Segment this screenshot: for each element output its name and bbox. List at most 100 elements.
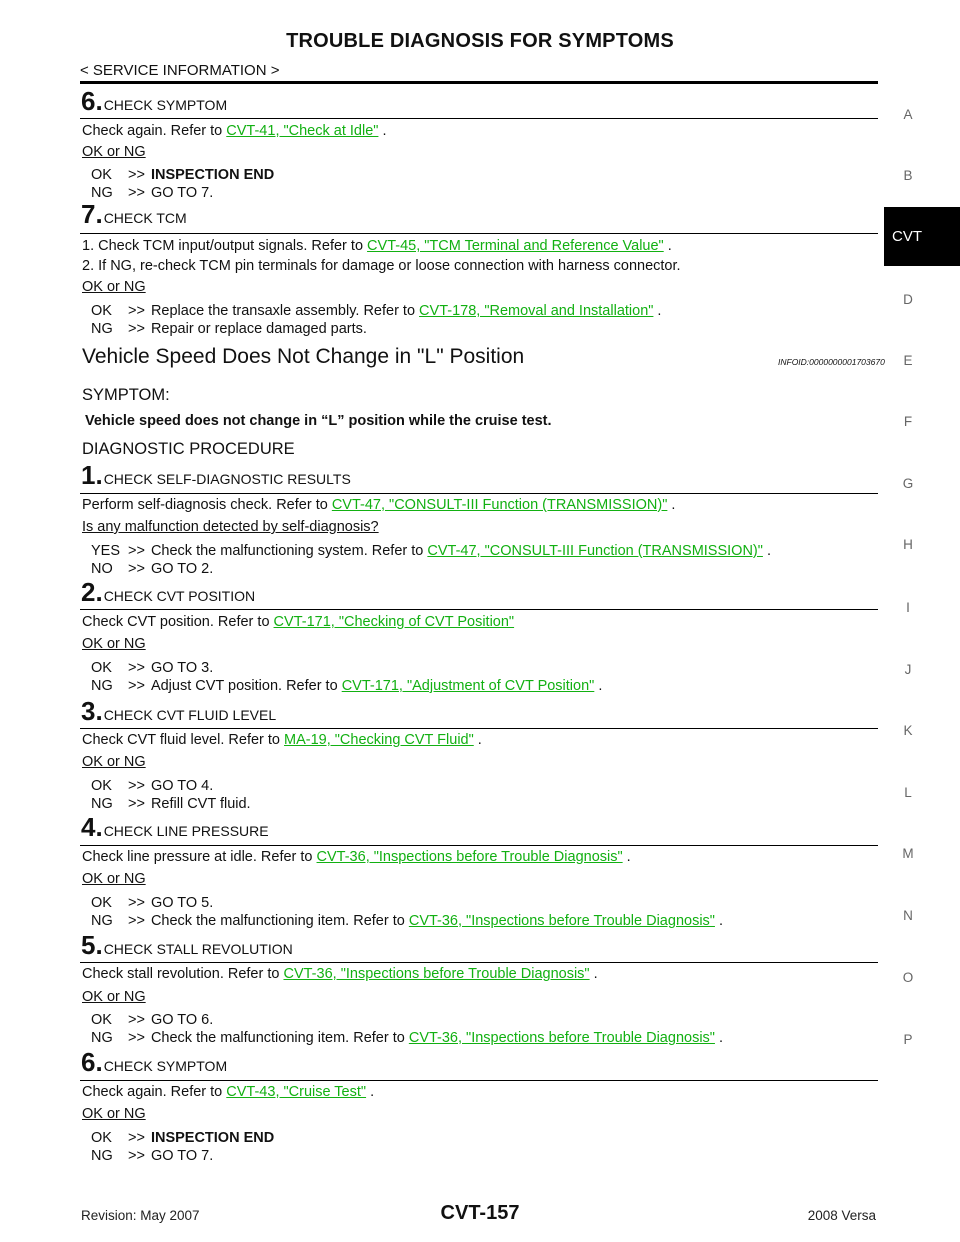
side-tab-d[interactable]: D [903, 292, 913, 307]
ng-response: NG>>Check the malfunctioning item. Refer… [91, 1030, 723, 1046]
response-code: NG [91, 1030, 113, 1046]
side-tab-m[interactable]: M [902, 846, 914, 861]
response-text: . [714, 913, 723, 929]
step-heading: 2.CHECK CVT POSITION [81, 577, 255, 608]
instruction-text: . [589, 966, 598, 982]
side-tab-cvt-active[interactable]: CVT [884, 207, 960, 266]
response-text: GO TO 5. [150, 895, 214, 911]
side-tab-l[interactable]: L [904, 785, 912, 800]
side-tab-g[interactable]: G [902, 476, 914, 491]
response-text: . [762, 543, 771, 559]
step-number: 6. [81, 1047, 103, 1077]
step-instruction: 1. Check TCM input/output signals. Refer… [82, 238, 672, 254]
step-heading: 1.CHECK SELF-DIAGNOSTIC RESULTS [81, 460, 351, 491]
step-heading: 6.CHECK SYMPTOM [81, 86, 227, 117]
side-tab-j[interactable]: J [904, 662, 912, 677]
instruction-text: . [667, 497, 676, 513]
ng-response: NG>>Check the malfunctioning item. Refer… [91, 913, 723, 929]
step-title: CHECK SYMPTOM [103, 97, 228, 113]
step-number: 2. [81, 577, 103, 607]
response-arrow: >> [128, 895, 145, 911]
step-number: 4. [81, 812, 103, 842]
section-breadcrumb: < SERVICE INFORMATION > [80, 62, 280, 79]
side-tab-b[interactable]: B [903, 168, 913, 183]
step-instruction: Check line pressure at idle. Refer to CV… [82, 849, 631, 865]
reference-link[interactable]: CVT-178, "Removal and Installation" [419, 303, 654, 319]
response-text: GO TO 7. [150, 185, 214, 201]
response-text: INSPECTION END [150, 1130, 275, 1146]
reference-link[interactable]: CVT-45, "TCM Terminal and Reference Valu… [367, 238, 664, 254]
symptom-label: SYMPTOM: [82, 386, 170, 404]
step-instruction: Check again. Refer to CVT-41, "Check at … [82, 123, 386, 139]
instruction-text: Check stall revolution. Refer to [82, 966, 284, 982]
header-divider [80, 81, 878, 84]
response-code: NG [91, 796, 113, 812]
response-text: Replace the transaxle assembly. Refer to [150, 303, 420, 319]
response-text: Check the malfunctioning item. Refer to [150, 1030, 409, 1046]
side-tab-f[interactable]: F [903, 414, 913, 429]
reference-link[interactable]: CVT-36, "Inspections before Trouble Diag… [408, 913, 715, 929]
ok-response: OK>>GO TO 5. [91, 895, 213, 911]
response-arrow: >> [128, 796, 145, 812]
response-code: OK [91, 778, 112, 794]
response-text: GO TO 4. [150, 778, 214, 794]
ng-response: NG>>Repair or replace damaged parts. [91, 321, 367, 337]
reference-link[interactable]: CVT-47, "CONSULT-III Function (TRANSMISS… [427, 543, 763, 559]
response-code: OK [91, 1012, 112, 1028]
side-tab-a[interactable]: A [903, 107, 913, 122]
response-code: YES [91, 543, 121, 559]
step-heading: 4.CHECK LINE PRESSURE [81, 812, 269, 843]
step-number: 3. [81, 696, 103, 726]
response-text: Check the malfunctioning system. Refer t… [150, 543, 428, 559]
step-divider [80, 845, 878, 846]
instruction-text: . [473, 732, 482, 748]
step-number: 5. [81, 930, 103, 960]
side-tab-e[interactable]: E [903, 353, 913, 368]
side-tab-n[interactable]: N [903, 908, 913, 923]
response-arrow: >> [128, 913, 145, 929]
side-tab-i[interactable]: I [906, 600, 910, 615]
side-tab-k[interactable]: K [903, 723, 913, 738]
info-id: INFOID:0000000001703670 [778, 357, 885, 367]
reference-link[interactable]: CVT-36, "Inspections before Trouble Diag… [316, 849, 623, 865]
side-tab-p[interactable]: P [903, 1032, 913, 1047]
ok-response: OK>>INSPECTION END [91, 167, 274, 183]
instruction-text: Check CVT fluid level. Refer to [82, 732, 285, 748]
reference-link[interactable]: CVT-171, "Adjustment of CVT Position" [341, 678, 595, 694]
response-code: OK [91, 303, 112, 319]
ok-or-ng-label: OK or NG [82, 1106, 146, 1122]
response-text: GO TO 3. [150, 660, 214, 676]
step-number: 7. [81, 199, 103, 229]
response-text: Adjust CVT position. Refer to [150, 678, 342, 694]
reference-link[interactable]: CVT-36, "Inspections before Trouble Diag… [283, 966, 590, 982]
ok-or-ng-label: OK or NG [82, 636, 146, 652]
response-code: OK [91, 660, 112, 676]
footer-revision: Revision: May 2007 [81, 1208, 200, 1223]
step-title: CHECK SYMPTOM [103, 1058, 228, 1074]
diagnostic-procedure-label: DIAGNOSTIC PROCEDURE [82, 440, 295, 458]
reference-link[interactable]: CVT-41, "Check at Idle" [226, 123, 379, 139]
response-text: . [714, 1030, 723, 1046]
side-tab-h[interactable]: H [903, 537, 913, 552]
reference-link[interactable]: CVT-36, "Inspections before Trouble Diag… [408, 1030, 715, 1046]
response-text: . [594, 678, 603, 694]
reference-link[interactable]: MA-19, "Checking CVT Fluid" [284, 732, 474, 748]
section-title: Vehicle Speed Does Not Change in "L" Pos… [82, 345, 525, 368]
ok-response: OK>>GO TO 3. [91, 660, 213, 676]
symptom-description: Vehicle speed does not change in “L” pos… [85, 413, 552, 429]
response-arrow: >> [128, 1148, 145, 1164]
ok-or-ng-label: OK or NG [82, 871, 146, 887]
ok-or-ng-label: OK or NG [82, 989, 146, 1005]
reference-link[interactable]: CVT-47, "CONSULT-III Function (TRANSMISS… [331, 497, 668, 513]
instruction-text: . [663, 238, 672, 254]
reference-link[interactable]: CVT-43, "Cruise Test" [226, 1084, 367, 1100]
ok-response: OK>>INSPECTION END [91, 1130, 274, 1146]
ng-response: NG >> Refill CVT fluid. [91, 796, 251, 812]
instruction-text: Check again. Refer to [82, 123, 227, 139]
response-text: Refill CVT fluid. [150, 796, 251, 812]
no-response: NO>>GO TO 2. [91, 561, 213, 577]
side-tab-o[interactable]: O [902, 970, 914, 985]
reference-link[interactable]: CVT-171, "Checking of CVT Position" [273, 614, 515, 630]
step-instruction: Check again. Refer to CVT-43, "Cruise Te… [82, 1084, 374, 1100]
instruction-text: 1. Check TCM input/output signals. Refer… [82, 238, 368, 254]
